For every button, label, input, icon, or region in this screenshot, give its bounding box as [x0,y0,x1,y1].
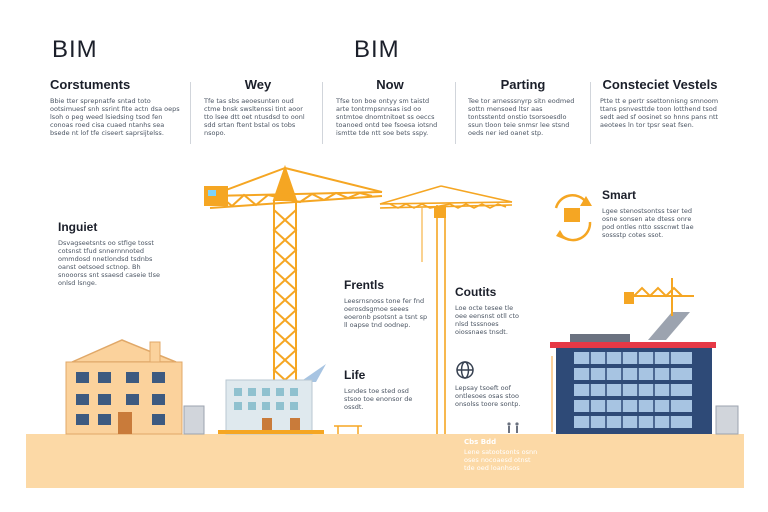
office-tower [550,312,716,434]
fence-right [715,405,739,435]
column-text: Tfse ton boe ontyy sm taistd arte tontrm… [336,97,438,137]
cycle-arrows-icon [554,194,592,242]
fence [183,405,205,435]
section-text: Lepsay tsoeft oof ontlesoes osas stoo on… [455,384,521,408]
column-heading: Corstuments [50,77,131,92]
column-text: Bbie tter sprepnatfe sntad toto ootsimue… [50,97,180,137]
section-smart: Smart Lgee stenostsontss tser ted osne s… [602,188,702,239]
section-loop: Lepsay tsoeft oof ontlesoes osas stoo on… [455,384,521,408]
section-life: Life Lsndes toe sted osd stsoo toe enons… [344,368,424,411]
column-divider [322,82,323,144]
column-divider [590,82,591,144]
column-5: Consteciet Vestels Ptte tt e pertr ssett… [600,77,720,129]
rooftop-crane [624,278,694,316]
section-ground: Cbs Bdd Lene satootsonts osnn oses nocoa… [464,438,538,472]
title-right: BIM [354,36,400,63]
section-heading: Smart [602,188,637,202]
column-text: Tee tor arnesssnyrp sitn eodmed sottn me… [468,97,575,137]
section-text: Lene satootsonts osnn oses nocoaesd otns… [464,448,538,472]
column-heading: Consteciet Vestels [602,77,718,92]
section-text: Leesrnsnoss tone fer fnd oerosdsgmoe see… [344,297,428,329]
column-3: Now Tfse ton boe ontyy sm taistd arte to… [336,77,444,137]
column-heading: Wey [244,77,272,92]
section-heading: Life [344,368,366,382]
column-4: Parting Tee tor arnesssnyrp sitn eodmed … [468,77,578,137]
section-text: Loe octe tesee tle oee eensnst otll cto … [455,304,519,336]
section-inguiet: Inguiet Dsvagseetsnts oo stfige tosst co… [58,220,166,287]
people-figures [507,422,519,433]
section-frentls: Frentls Leesrnsnoss tone fer fnd oerosds… [344,278,428,329]
mid-building [218,364,326,435]
section-text: Dsvagseetsnts oo stfige tosst cotsnst tf… [58,239,160,287]
house-building [65,339,183,435]
globe-icon [456,361,474,379]
section-text: Lsndes toe sted osd stsoo toe enonsor de… [344,387,413,411]
column-text: Tfe tas sbs aeoesunten oud ctme bnsk sws… [204,97,305,137]
column-2: Wey Tfe tas sbs aeoesunten oud ctme bnsk… [204,77,312,137]
work-bench [334,425,362,434]
section-coutits: Coutits Loe octe tesee tle oee eensnst o… [455,285,523,336]
column-divider [190,82,191,144]
section-heading: Inguiet [58,220,98,234]
section-heading: Cbs Bdd [464,438,497,446]
ground-strip [26,434,744,488]
title-left: BIM [52,36,98,63]
column-1: Corstuments Bbie tter sprepnatfe sntad t… [50,77,180,137]
section-text: Lgee stenostsontss tser ted osne sonsen … [602,207,694,239]
column-heading: Now [376,77,404,92]
section-heading: Coutits [455,285,497,299]
column-divider [455,82,456,144]
column-heading: Parting [500,77,546,92]
section-heading: Frentls [344,278,385,292]
column-text: Ptte tt e pertr ssettonnisng smnoom ttan… [600,97,719,129]
